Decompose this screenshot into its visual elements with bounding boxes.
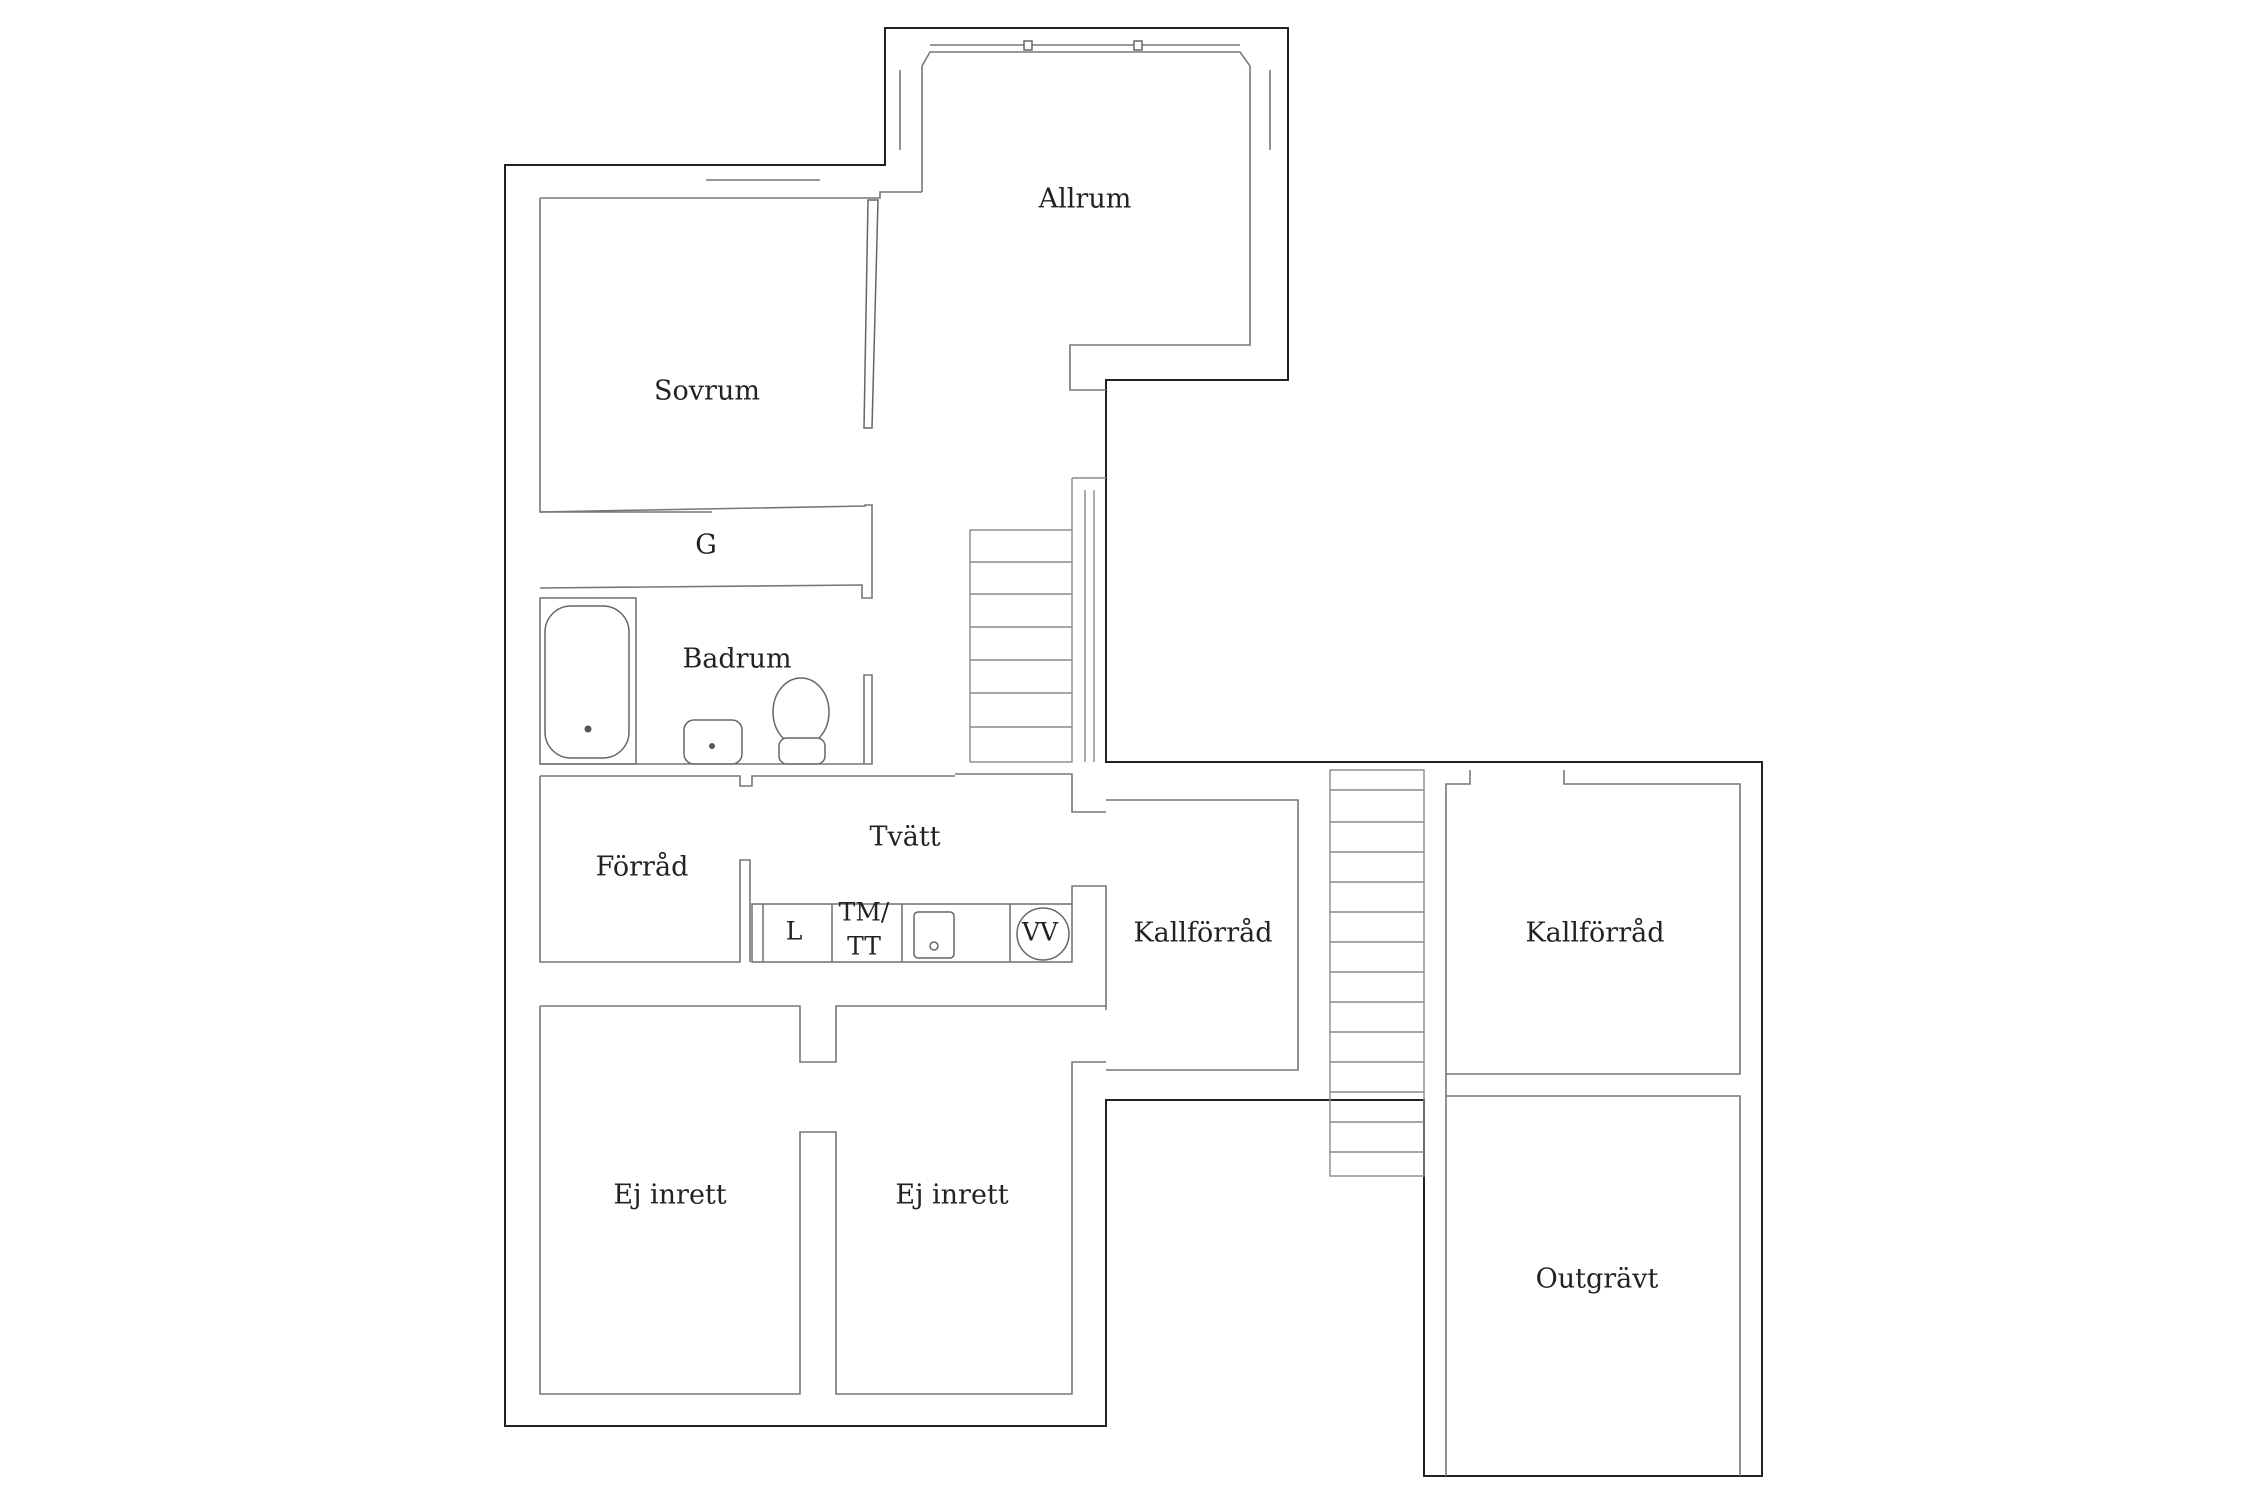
wall-sovrum	[539, 198, 712, 513]
label-laundry-tt: TT	[847, 932, 881, 961]
wall-kallforrad-left	[1106, 799, 1299, 1071]
staircase-center	[969, 477, 1106, 763]
label-laundry-l: L	[786, 917, 803, 946]
laundry-sink-drain	[929, 941, 939, 951]
wall-outgravt	[1446, 1095, 1741, 1476]
wall-badrum	[540, 674, 873, 765]
label-ej-inrett-right: Ej inrett	[895, 1180, 1008, 1211]
wall-tvatt-right	[1071, 885, 1107, 1010]
bathtub-drain	[584, 725, 592, 733]
wall-garderob	[539, 504, 873, 599]
toilet-seat	[772, 677, 830, 747]
sink-drain	[709, 743, 715, 749]
label-forrad: Förråd	[596, 851, 689, 883]
water-heater	[1016, 907, 1070, 961]
laundry-sink	[913, 911, 955, 959]
toilet-tank	[778, 737, 826, 765]
bathtub	[544, 605, 630, 759]
label-kallforrad-right: Kallförråd	[1526, 917, 1665, 949]
wall-corridor	[540, 1005, 1106, 1063]
label-allrum: Allrum	[1038, 184, 1132, 215]
label-laundry-tm: TM/	[839, 898, 890, 927]
label-garderob: G	[695, 530, 717, 561]
wall-sovrum-top	[540, 191, 922, 199]
wall-forrad	[540, 775, 955, 787]
label-sovrum: Sovrum	[654, 376, 760, 407]
wall-forrad-box	[539, 776, 751, 963]
window-mullion-2	[1133, 40, 1143, 51]
staircase-right	[1329, 769, 1425, 1177]
label-tvatt: Tvätt	[869, 822, 940, 853]
sovrum-door-leaf	[863, 199, 879, 429]
label-badrum: Badrum	[682, 644, 791, 675]
wall-kallforrad-right	[1445, 770, 1741, 1476]
laundry-counter	[751, 903, 1073, 963]
wall-allrum	[921, 51, 1251, 391]
label-outgravt: Outgrävt	[1536, 1264, 1659, 1295]
wall-ej-inrett-left	[539, 1006, 1106, 1395]
sink	[683, 719, 743, 765]
window-mullion-1	[1023, 40, 1033, 51]
label-kallforrad-left: Kallförråd	[1134, 917, 1273, 949]
outer-wall-main	[504, 27, 1763, 1477]
wall-tvatt-top	[955, 773, 1106, 813]
label-water-heater: VV	[1021, 918, 1059, 947]
label-ej-inrett-left: Ej inrett	[613, 1180, 726, 1211]
